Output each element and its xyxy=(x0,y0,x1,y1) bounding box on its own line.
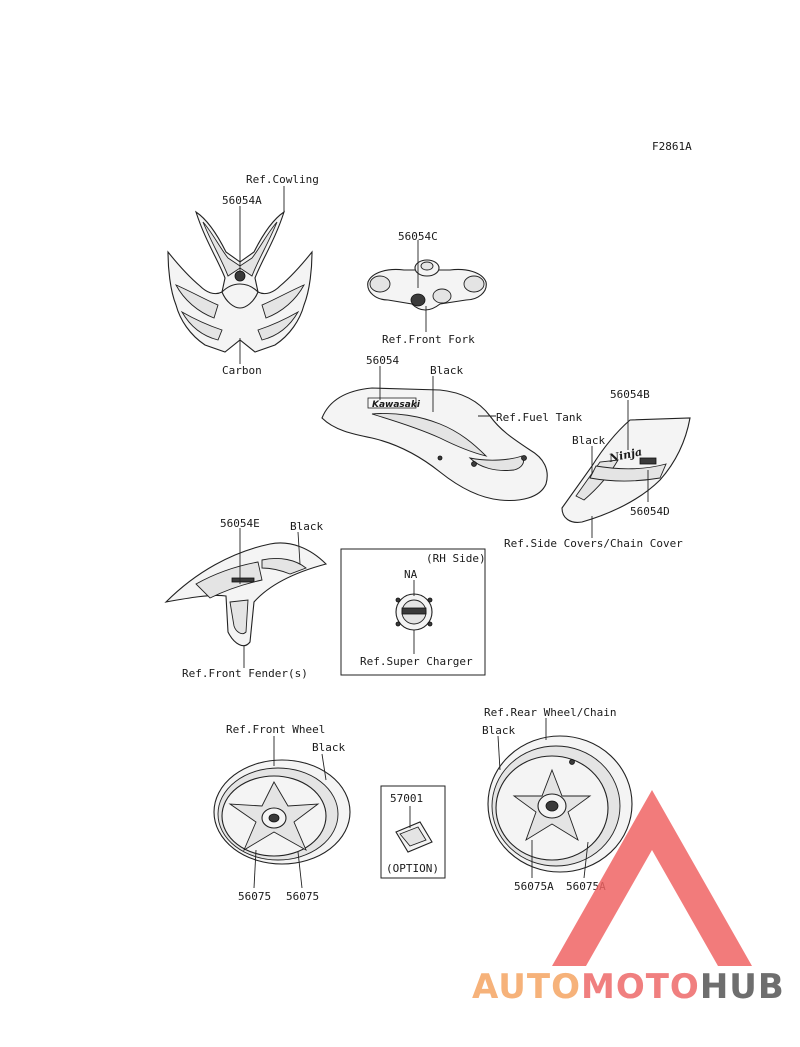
tank-decal-logo: Kawasaki xyxy=(372,400,421,410)
label-rh-side: (RH Side) xyxy=(426,552,486,565)
watermark-part-auto: AUTO xyxy=(472,967,581,1007)
option-decal-illustration xyxy=(395,821,433,853)
super-charger-illustration xyxy=(395,593,433,631)
label-56075-left: 56075 xyxy=(238,890,271,903)
option-box xyxy=(380,785,446,879)
label-56075-right: 56075 xyxy=(286,890,319,903)
label-black-tank: Black xyxy=(430,364,463,377)
cowling-illustration xyxy=(167,210,313,353)
label-ref-super-charger: Ref.Super Charger xyxy=(360,655,473,668)
side-cover-illustration: Ninja xyxy=(561,417,691,523)
label-black-side: Black xyxy=(572,434,605,447)
rear-wheel-illustration xyxy=(487,735,633,873)
leader-black-rear-wheel xyxy=(497,735,501,771)
leader-black-fender xyxy=(297,531,301,565)
label-ref-front-fork: Ref.Front Fork xyxy=(382,333,475,346)
label-ref-side-covers: Ref.Side Covers/Chain Cover xyxy=(504,537,683,550)
front-fender-illustration xyxy=(164,542,328,647)
label-56054C: 56054C xyxy=(398,230,438,243)
label-56054B: 56054B xyxy=(610,388,650,401)
leader-56075A-right xyxy=(583,841,589,879)
label-56054: 56054 xyxy=(366,354,399,367)
label-ref-cowling: Ref.Cowling xyxy=(246,173,319,186)
watermark-part-hub: HUB xyxy=(700,967,785,1007)
front-wheel-illustration xyxy=(213,759,351,865)
label-56075A-left: 56075A xyxy=(514,880,554,893)
label-57001: 57001 xyxy=(390,792,423,805)
label-option: (OPTION) xyxy=(386,862,439,875)
label-56054E: 56054E xyxy=(220,517,260,530)
label-na: NA xyxy=(404,568,418,581)
label-56054A: 56054A xyxy=(222,194,262,207)
leader-56075-left xyxy=(253,849,257,889)
label-ref-rear-wheel: Ref.Rear Wheel/Chain xyxy=(484,706,616,719)
watermark-triangle xyxy=(552,790,752,966)
leader-black-front-wheel xyxy=(321,753,327,781)
label-black-front-wheel: Black xyxy=(312,741,345,754)
label-56054D: 56054D xyxy=(630,505,670,518)
leader-56075-right xyxy=(297,851,303,889)
front-fork-clamp-illustration xyxy=(367,259,487,311)
label-ref-fuel-tank: Ref.Fuel Tank xyxy=(496,411,582,424)
automotohub-watermark: AUTOMOTOHUB xyxy=(472,790,785,1007)
label-black-fender: Black xyxy=(290,520,323,533)
svg-text:AUTOMOTOHUB: AUTOMOTOHUB xyxy=(472,967,785,1007)
figure-id: F2861A xyxy=(652,140,692,153)
super-charger-box xyxy=(340,548,486,676)
watermark-part-moto: MOTO xyxy=(581,967,700,1007)
label-carbon: Carbon xyxy=(222,364,262,377)
label-ref-front-fender: Ref.Front Fender(s) xyxy=(182,667,308,680)
label-black-rear-wheel: Black xyxy=(482,724,515,737)
label-ref-front-wheel: Ref.Front Wheel xyxy=(226,723,325,736)
fuel-tank-illustration: Kawasaki xyxy=(321,387,548,502)
